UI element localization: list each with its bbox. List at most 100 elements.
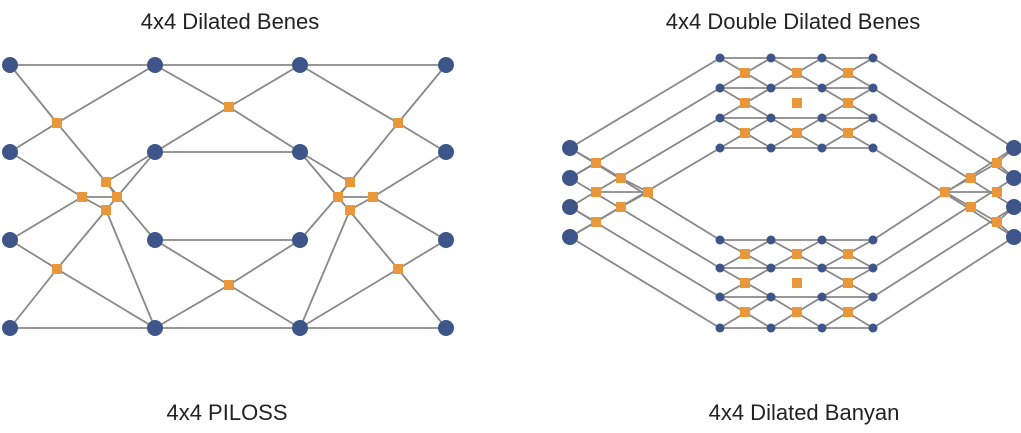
benes-cross-link xyxy=(154,239,230,286)
benes-port-node xyxy=(147,232,163,248)
benes-cross-link xyxy=(105,151,156,183)
benes-switch-node xyxy=(77,192,87,202)
benes-switch-node xyxy=(368,192,378,202)
dilated-benes-title: 4x4 Dilated Benes xyxy=(140,9,320,34)
dd-benes-node xyxy=(766,263,776,273)
dd-benes-node xyxy=(715,83,725,93)
benes-cross-link xyxy=(56,122,107,183)
dd-benes-switch-node xyxy=(591,158,601,168)
benes-port-node xyxy=(147,320,163,336)
benes-switch-node xyxy=(101,205,111,215)
benes-port-node xyxy=(438,320,454,336)
benes-cross-link xyxy=(397,64,447,124)
dd-benes-node xyxy=(766,292,776,302)
benes-port-node xyxy=(292,232,308,248)
dd-benes-fan-link xyxy=(872,57,1015,149)
dd-benes-switch-node xyxy=(992,187,1002,197)
dd-benes-node xyxy=(817,83,827,93)
benes-cross-link xyxy=(228,64,301,108)
benes-switch-node xyxy=(393,118,403,128)
dd-benes-switch-node xyxy=(740,307,750,317)
dd-benes-switch-node xyxy=(792,278,802,288)
dd-benes-output-port xyxy=(1006,140,1021,156)
benes-switch-node xyxy=(112,192,122,202)
benes-cross-link xyxy=(228,106,301,153)
benes-cross-link xyxy=(299,64,399,124)
benes-switch-node xyxy=(345,205,355,215)
benes-port-node xyxy=(292,57,308,73)
benes-cross-link xyxy=(56,64,156,124)
benes-cross-link xyxy=(397,268,447,329)
benes-cross-link xyxy=(397,239,447,270)
benes-cross-link xyxy=(372,196,447,241)
dd-benes-switch-node xyxy=(740,128,750,138)
dd-benes-switch-node xyxy=(792,249,802,259)
dd-benes-switch-node xyxy=(740,98,750,108)
dd-benes-switch-node xyxy=(616,202,626,212)
dd-benes-node xyxy=(868,143,878,153)
dd-benes-node xyxy=(868,263,878,273)
benes-switch-node xyxy=(52,118,62,128)
dd-benes-switch-node xyxy=(966,202,976,212)
dd-benes-node xyxy=(868,53,878,63)
benes-port-node xyxy=(438,232,454,248)
dd-benes-node xyxy=(817,235,827,245)
dd-benes-node xyxy=(715,323,725,333)
dd-benes-switch-node xyxy=(740,278,750,288)
benes-cross-link xyxy=(9,122,58,153)
dd-benes-node xyxy=(715,53,725,63)
dd-benes-node xyxy=(766,113,776,123)
double-dilated-benes-title: 4x4 Double Dilated Benes xyxy=(665,9,921,34)
dd-benes-switch-node xyxy=(616,173,626,183)
dd-benes-switch-node xyxy=(992,217,1002,227)
dd-benes-node xyxy=(715,235,725,245)
dd-benes-input-port xyxy=(562,229,578,245)
benes-switch-node xyxy=(224,280,234,290)
dd-benes-node xyxy=(817,113,827,123)
dd-benes-switch-node xyxy=(643,187,653,197)
dd-benes-output-port xyxy=(1006,229,1021,245)
dd-benes-node xyxy=(817,323,827,333)
benes-cross-link xyxy=(154,64,230,108)
dd-benes-node xyxy=(817,292,827,302)
benes-port-node xyxy=(2,232,18,248)
benes-cross-link xyxy=(9,268,58,329)
dd-benes-switch-node xyxy=(792,68,802,78)
dd-benes-input-port xyxy=(562,199,578,215)
benes-cross-link xyxy=(299,151,351,183)
benes-cross-link xyxy=(116,151,156,198)
benes-switch-node xyxy=(52,264,62,274)
dd-benes-switch-node xyxy=(740,68,750,78)
dd-benes-fan-link xyxy=(872,236,1015,329)
dd-benes-node xyxy=(868,83,878,93)
benes-cross-link xyxy=(154,284,230,329)
dd-benes-switch-node xyxy=(966,173,976,183)
dd-benes-fan-link xyxy=(569,57,721,149)
dd-benes-switch-node xyxy=(843,278,853,288)
benes-port-node xyxy=(2,144,18,160)
dd-benes-node xyxy=(766,323,776,333)
dd-benes-node xyxy=(766,83,776,93)
dd-benes-node xyxy=(715,263,725,273)
dd-benes-node xyxy=(715,292,725,302)
dd-benes-switch-node xyxy=(792,307,802,317)
dd-benes-switch-node xyxy=(843,98,853,108)
dd-benes-fan-link xyxy=(569,236,721,329)
dd-benes-switch-node xyxy=(792,98,802,108)
benes-port-node xyxy=(147,144,163,160)
benes-port-node xyxy=(2,57,18,73)
dd-benes-switch-node xyxy=(992,158,1002,168)
benes-cross-link xyxy=(228,284,301,329)
dd-benes-switch-node xyxy=(740,249,750,259)
dd-benes-node xyxy=(868,292,878,302)
dd-benes-node xyxy=(817,53,827,63)
dd-benes-output-port xyxy=(1006,199,1021,215)
dd-benes-node xyxy=(715,143,725,153)
benes-switch-node xyxy=(333,192,343,202)
benes-cross-link xyxy=(9,151,83,198)
benes-cross-link xyxy=(9,64,58,124)
dd-benes-node xyxy=(868,235,878,245)
dd-benes-switch-node xyxy=(843,68,853,78)
dd-benes-node xyxy=(817,143,827,153)
piloss-title: 4x4 PILOSS xyxy=(166,400,288,425)
